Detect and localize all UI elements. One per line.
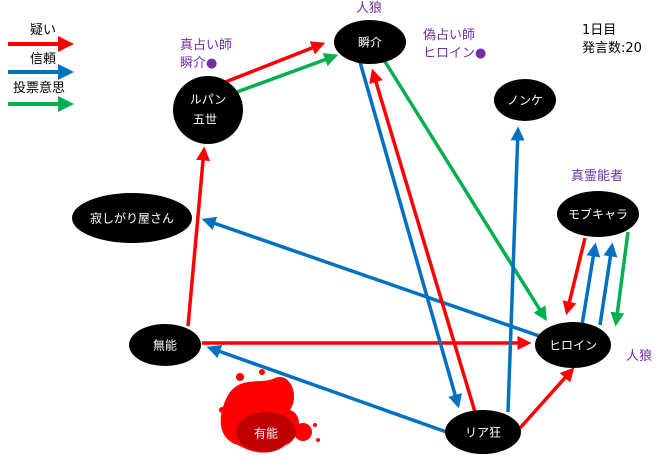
shunsuke-role-label: 人狼 xyxy=(356,1,383,16)
fake-seer-result: ヒロイン● xyxy=(423,46,487,61)
svg-text:ノンケ: ノンケ xyxy=(507,94,543,108)
edge-trust xyxy=(580,242,601,326)
svg-text:瞬介: 瞬介 xyxy=(358,36,382,50)
svg-text:モブキャラ: モブキャラ xyxy=(568,207,628,222)
node-munou[interactable]: 無能 xyxy=(129,324,201,366)
svg-text:ルパン: ルパン xyxy=(190,93,227,107)
node-yuunou[interactable]: 有能 xyxy=(236,412,296,452)
edge-trust xyxy=(201,216,546,340)
fake-seer-label: 偽占い師 xyxy=(423,28,476,43)
svg-text:五世: 五世 xyxy=(193,113,217,127)
node-nonke[interactable]: ノンケ xyxy=(494,79,556,121)
legend-label-vote: 投票意思 xyxy=(13,81,66,96)
edge-suspicion xyxy=(369,68,477,413)
edges xyxy=(186,41,630,437)
edge-trust xyxy=(506,126,525,413)
true-medium-label: 真霊能者 xyxy=(571,169,624,184)
true-seer-label: 真占い師 xyxy=(180,38,233,53)
node-mob[interactable]: モブキャラ xyxy=(557,191,639,237)
blood-splat-icon xyxy=(219,369,320,453)
edge-trust xyxy=(206,344,456,437)
edge-suspicion xyxy=(518,367,575,430)
edge-trust xyxy=(598,242,618,326)
edge-suspicion xyxy=(562,237,587,316)
svg-text:寂しがり屋さん: 寂しがり屋さん xyxy=(90,211,174,226)
edge-suspicion xyxy=(186,146,211,327)
edge-vote xyxy=(610,231,630,327)
edge-suspicion xyxy=(209,41,326,90)
heroine-role-label: 人狼 xyxy=(626,349,653,364)
svg-text:ヒロイン: ヒロイン xyxy=(549,339,597,353)
svg-text:有能: 有能 xyxy=(254,427,278,441)
node-shunsuke[interactable]: 瞬介 xyxy=(334,20,406,64)
edge-trust xyxy=(358,61,462,409)
svg-text:リア狂: リア狂 xyxy=(465,426,501,440)
svg-text:無能: 無能 xyxy=(153,338,177,353)
day-label: 1日目 xyxy=(582,23,617,38)
legend-label-suspicion: 疑い xyxy=(30,23,57,38)
node-sabishigariya[interactable]: 寂しがり屋さん xyxy=(72,193,192,243)
legend-label-trust: 信頼 xyxy=(30,52,57,67)
message-count: 発言数:20 xyxy=(582,41,642,56)
node-riakyo[interactable]: リア狂 xyxy=(445,410,521,454)
node-heroine[interactable]: ヒロイン xyxy=(535,322,611,368)
edge-vote xyxy=(382,59,547,321)
true-seer-result: 瞬介● xyxy=(180,56,218,71)
